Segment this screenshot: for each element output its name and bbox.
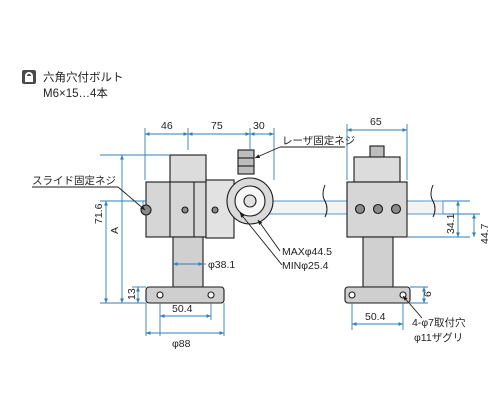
leaders <box>32 146 423 319</box>
front-view <box>140 149 444 304</box>
callout-hole-spec: 4-φ7取付穴 <box>412 316 466 329</box>
callout-min-dia: MINφ25.4 <box>282 260 329 272</box>
callout-max-dia: MAXφ44.5 <box>282 246 332 258</box>
padlock-icon <box>22 70 36 84</box>
dim-50-4-right: 50.4 <box>365 311 386 323</box>
dim-75: 75 <box>211 120 223 132</box>
dim-44-7: 44.7 <box>479 223 491 244</box>
side-top-block <box>353 156 401 183</box>
post <box>172 236 204 288</box>
laser-fix-screw <box>237 149 255 175</box>
break-marks <box>322 184 436 218</box>
holder-arm <box>205 179 235 239</box>
callout-labels: レーザ固定ネジ スライド固定ネジ MAXφ44.5 MINφ25.4 4-φ7取… <box>32 134 466 344</box>
dimensions <box>100 124 480 336</box>
dim-65: 65 <box>370 116 382 128</box>
legend-title: 六角穴付ボルト <box>43 72 124 84</box>
dim-6: 6 <box>422 291 434 297</box>
dim-13: 13 <box>126 288 138 300</box>
legend: 六角穴付ボルト M6×15…4本 <box>22 70 182 104</box>
callout-counterbore: φ11ザグリ <box>414 331 463 344</box>
dim-46: 46 <box>161 120 173 132</box>
dim-34-1: 34.1 <box>445 213 457 234</box>
dim-71-6: 71.6 <box>93 203 105 224</box>
dim-phi88: φ88 <box>172 338 191 350</box>
dimension-labels: 46 75 30 65 71.6 A 13 34.1 44.7 6 50.4 φ… <box>93 116 491 350</box>
base-plate <box>145 286 225 304</box>
legend-spec: M6×15…4本 <box>43 88 108 100</box>
dim-30: 30 <box>253 120 265 132</box>
side-base-plate <box>344 286 411 304</box>
dim-A: A <box>109 227 121 234</box>
callout-slide-screw: スライド固定ネジ <box>32 174 116 187</box>
dim-50-4-left: 50.4 <box>172 303 193 315</box>
side-view <box>344 145 411 304</box>
slide-fix-screw <box>140 204 152 216</box>
side-post <box>362 236 394 288</box>
callout-laser-screw: レーザ固定ネジ <box>282 134 355 147</box>
dim-phi38-1: φ38.1 <box>208 259 235 271</box>
slide-block <box>145 181 207 238</box>
slide-block-top <box>169 154 207 184</box>
